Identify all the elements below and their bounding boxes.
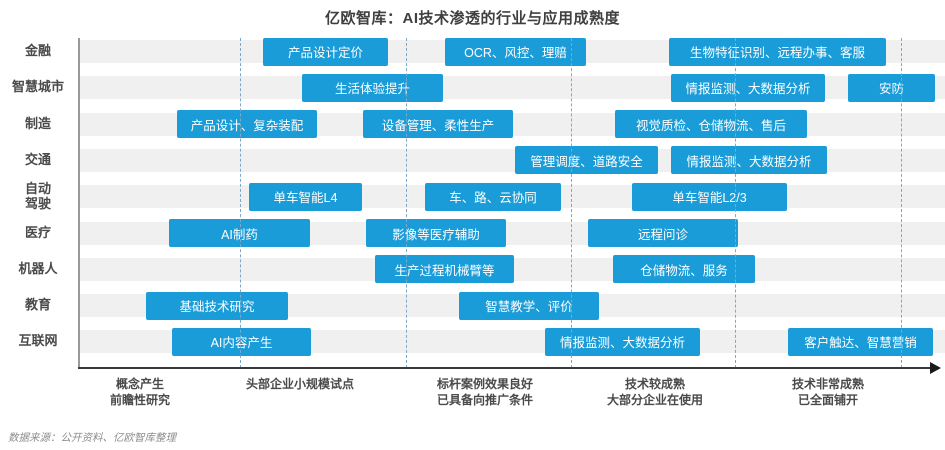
application-box: 仓储物流、服务 [613, 255, 755, 284]
stage-divider-line [406, 38, 407, 368]
application-box: OCR、风控、理赔 [445, 37, 586, 66]
application-box: 产品设计定价 [263, 37, 388, 66]
industry-label: 互联网 [18, 333, 58, 349]
application-box: 生物特征识别、远程办事、客服 [669, 37, 886, 66]
industry-label: 智慧城市 [11, 79, 64, 95]
application-box: 视觉质检、仓储物流、售后 [615, 110, 807, 139]
application-box: 管理调度、道路安全 [515, 146, 658, 175]
stage-divider-line [240, 38, 241, 368]
application-box: 远程问诊 [588, 219, 738, 247]
application-box: 情报监测、大数据分析 [671, 73, 825, 102]
stage-label: 头部企业小规模试点 [245, 377, 355, 391]
application-box: 设备管理、柔性生产 [363, 110, 513, 139]
x-axis-arrow-icon [930, 362, 941, 374]
data-source-note: 数据来源：公开资料、亿欧智库整理 [8, 432, 176, 444]
stage-divider-line [735, 38, 736, 368]
industry-label: 医疗 [24, 224, 51, 240]
application-box: 安防 [848, 73, 935, 102]
application-box: 产品设计、复杂装配 [177, 110, 317, 139]
application-box: 影像等医疗辅助 [366, 219, 506, 247]
stage-label: 技术非常成熟 已全面铺开 [791, 377, 865, 408]
stage-label: 技术较成熟 大部分企业在使用 [606, 377, 704, 408]
application-box: 基础技术研究 [146, 291, 288, 320]
application-box: 客户触达、智慧营销 [788, 327, 933, 356]
stage-divider-line [571, 38, 572, 368]
stage-label: 标杆案例效果良好 已具备向推广条件 [436, 377, 534, 408]
x-axis-line [78, 367, 934, 369]
industry-label: 自动 驾驶 [24, 180, 51, 211]
application-box: 情报监测、大数据分析 [545, 327, 700, 356]
application-box: 情报监测、大数据分析 [671, 146, 827, 175]
application-box: 单车智能L2/3 [632, 182, 787, 211]
industry-label: 机器人 [18, 260, 58, 276]
application-box: 车、路、云协同 [425, 182, 561, 211]
industry-label: 交通 [24, 151, 51, 167]
application-box: AI内容产生 [172, 327, 311, 356]
application-box: 生产过程机械臂等 [375, 255, 514, 284]
application-box: 单车智能L4 [249, 182, 362, 211]
application-box: 智慧教学、评价 [459, 291, 599, 320]
industry-label: 制造 [24, 115, 51, 131]
stage-label: 概念产生 前瞻性研究 [109, 377, 171, 408]
industry-label: 金融 [24, 43, 51, 59]
chart-title: 亿欧智库：AI技术渗透的行业与应用成熟度 [324, 10, 620, 27]
y-axis-line [78, 38, 80, 368]
application-box: 生活体验提升 [302, 73, 443, 102]
application-box: AI制药 [169, 219, 310, 247]
industry-label: 教育 [24, 297, 51, 313]
stage-divider-line [901, 38, 902, 368]
